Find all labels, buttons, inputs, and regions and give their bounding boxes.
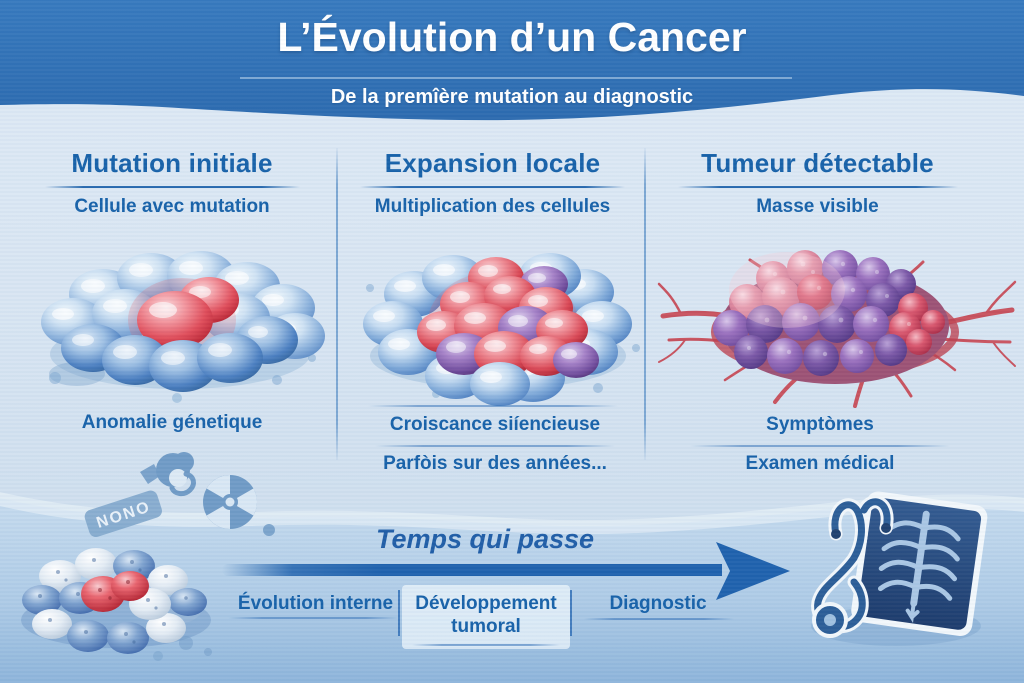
healthy-cells-front xyxy=(61,316,298,392)
mini-red-speckles xyxy=(98,580,130,600)
stage-underline xyxy=(584,618,734,620)
title-divider xyxy=(240,77,792,79)
medical-diagnostic-icons xyxy=(811,491,988,646)
caption-symptomes: Symptòmes xyxy=(766,414,874,435)
caption-rule xyxy=(690,445,950,447)
column-subtitle-cellule: Cellule avec mutation xyxy=(74,196,270,217)
tumor-highlight xyxy=(729,252,845,328)
page-title: L’Évolution d’un Cancer xyxy=(277,14,747,60)
timeline-arrow-head xyxy=(716,542,790,600)
ink-dot xyxy=(263,524,275,536)
caption-rule xyxy=(368,405,618,407)
stage-evolution-interne: Évolution interne xyxy=(228,592,403,615)
lobule-speckles xyxy=(747,261,911,357)
timeline-arrow-shaft xyxy=(222,564,722,576)
header-wave-band xyxy=(0,0,1024,121)
stage-underline xyxy=(412,644,560,646)
tumor-cells xyxy=(417,257,599,378)
caption-rule xyxy=(375,445,615,447)
mini-cell-speckles xyxy=(38,558,188,644)
xray-film-icon xyxy=(851,491,988,637)
stage-divider-tick xyxy=(398,590,400,636)
radiation-icon xyxy=(203,474,257,530)
mini-cell-cluster-illustration xyxy=(21,548,212,661)
column-divider xyxy=(336,148,338,460)
stage-label: Développement xyxy=(415,593,557,614)
stage-diagnostic: Diagnostic xyxy=(578,592,738,615)
mutated-cell xyxy=(137,277,239,349)
stage-highlight-box xyxy=(402,585,570,649)
stage-label: Diagnostic xyxy=(609,593,707,614)
risk-factor-icons: NONO xyxy=(84,452,275,538)
timeline-title: Temps qui passe xyxy=(375,524,595,554)
column-subtitle-masse: Masse visible xyxy=(756,196,879,217)
stethoscope-icon xyxy=(811,495,894,638)
stage-label-line2: tumoral xyxy=(451,616,521,637)
column-divider xyxy=(644,148,646,460)
mini-mutated-cells xyxy=(81,571,149,612)
stage-label: Évolution interne xyxy=(237,593,394,614)
vascularized-tumor-illustration xyxy=(657,250,1017,408)
caption-anomalie: Anomalie génetique xyxy=(81,412,263,433)
column-subtitle-multiplication: Multiplication des cellules xyxy=(374,196,611,217)
stage-developpement-tumoral: Développement tumoral xyxy=(406,592,566,638)
caption-examen: Examen médical xyxy=(745,453,895,474)
mutagen-icon xyxy=(140,452,196,497)
caption-croissance: Croiscance siíencieuse xyxy=(389,414,601,435)
column-title-rule xyxy=(45,186,300,188)
column-title-rule xyxy=(360,186,625,188)
stage-divider-tick xyxy=(570,590,572,636)
caption-parfois: Parfòis sur des années... xyxy=(383,453,607,474)
column-title-tumeur-detectable: Tumeur détectable xyxy=(701,148,934,178)
column-title-expansion-locale: Expansion locale xyxy=(384,148,601,178)
cell-cluster-multiplying-illustration xyxy=(363,253,640,406)
column-title-rule xyxy=(678,186,958,188)
front-healthy-cell xyxy=(470,362,530,406)
cell-cluster-single-mutation-illustration xyxy=(41,251,325,403)
column-title-mutation-initiale: Mutation initiale xyxy=(71,148,273,178)
tumor-lobules xyxy=(713,250,945,376)
stage-underline xyxy=(228,617,400,619)
page-subtitle: De la premîère mutation au diagnostic xyxy=(330,86,694,108)
xray-spine xyxy=(877,510,961,623)
